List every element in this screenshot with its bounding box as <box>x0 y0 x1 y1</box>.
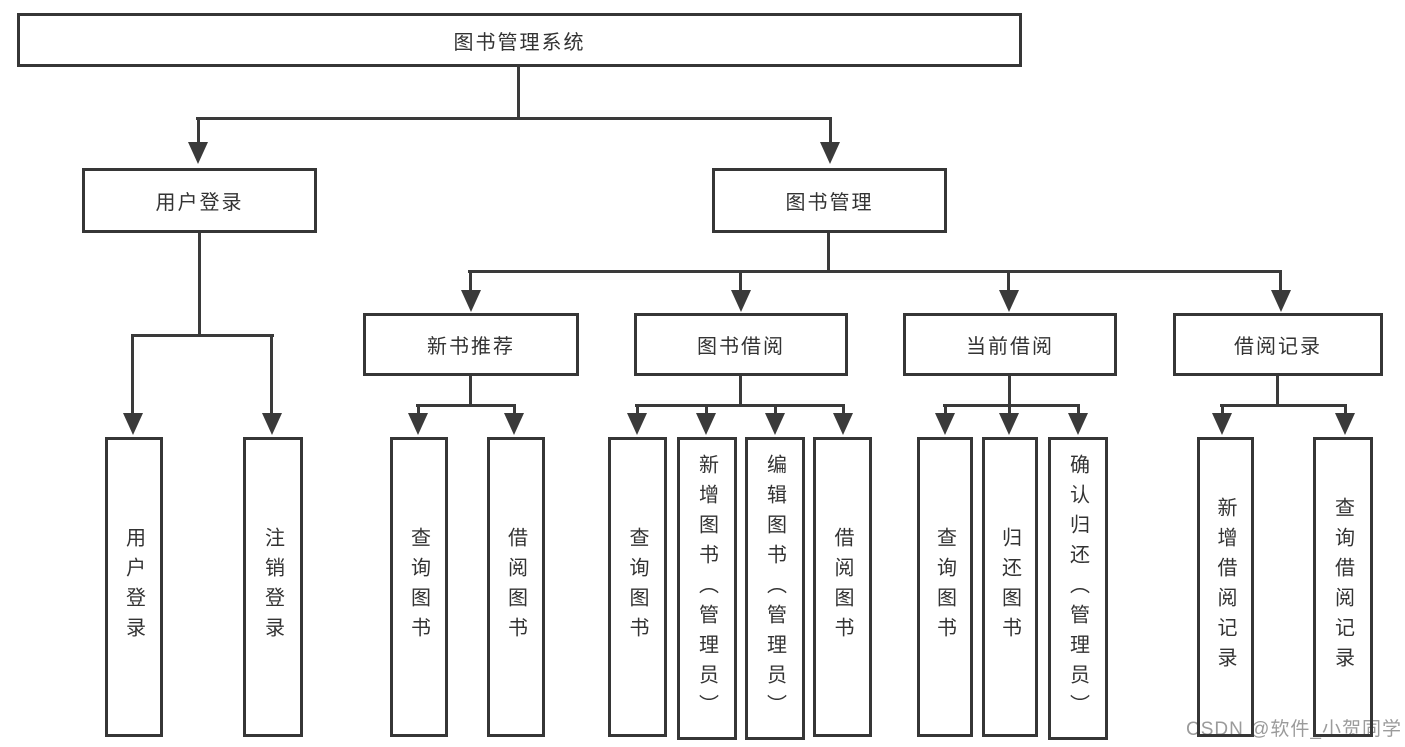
node-system-root: 图书管理系统 <box>17 13 1022 67</box>
arrowhead-icon <box>731 290 751 312</box>
connector-br-bar <box>1220 404 1347 407</box>
connector-bookmgmt-drop <box>469 272 472 292</box>
arrowhead-icon <box>999 413 1019 435</box>
connector-nbr-drop <box>417 406 420 415</box>
connector-userlogin-bar <box>131 334 274 337</box>
leaf-bb-query-book: 查询图书 <box>608 437 667 737</box>
arrowhead-icon <box>504 413 524 435</box>
connector-br-stem <box>1276 374 1279 406</box>
connector-bookmgmt-drop <box>739 272 742 292</box>
leaf-logout: 注销登录 <box>243 437 303 737</box>
arrowhead-icon <box>1212 413 1232 435</box>
leaf-cb-return-book: 归还图书 <box>982 437 1038 737</box>
node-book-management: 图书管理 <box>712 168 947 233</box>
leaf-bb-borrow-book: 借阅图书 <box>813 437 872 737</box>
arrowhead-icon <box>833 413 853 435</box>
arrowhead-icon <box>999 290 1019 312</box>
arrowhead-icon <box>408 413 428 435</box>
arrowhead-icon <box>765 413 785 435</box>
connector-cb-bar <box>943 404 1080 407</box>
arrowhead-icon <box>820 142 840 164</box>
connector-br-drop <box>1344 406 1347 415</box>
arrowhead-icon <box>461 290 481 312</box>
connector-bookmgmt-stem <box>827 231 830 272</box>
node-new-book-recommend: 新书推荐 <box>363 313 579 376</box>
leaf-bb-add-book-admin: 新增图书（管理员） <box>677 437 737 740</box>
connector-root-bar <box>196 117 832 120</box>
connector-root-left-drop <box>197 118 200 144</box>
connector-bb-drop <box>842 406 845 415</box>
leaf-nbr-borrow-book: 借阅图书 <box>487 437 545 737</box>
connector-cb-drop <box>1008 406 1011 415</box>
connector-bb-drop <box>705 406 708 415</box>
leaf-cb-query-book: 查询图书 <box>917 437 973 737</box>
leaf-bb-edit-book-admin: 编辑图书（管理员） <box>745 437 805 740</box>
node-user-login: 用户登录 <box>82 168 317 233</box>
connector-nbr-stem <box>469 374 472 406</box>
connector-nbr-bar <box>416 404 516 407</box>
connector-br-drop <box>1221 406 1224 415</box>
connector-cb-stem <box>1008 374 1011 406</box>
arrowhead-icon <box>627 413 647 435</box>
arrowhead-icon <box>935 413 955 435</box>
arrowhead-icon <box>1271 290 1291 312</box>
connector-bb-bar <box>635 404 845 407</box>
arrowhead-icon <box>1335 413 1355 435</box>
leaf-br-add-record: 新增借阅记录 <box>1197 437 1254 737</box>
connector-nbr-drop <box>513 406 516 415</box>
connector-bb-stem <box>739 374 742 406</box>
node-borrow-records: 借阅记录 <box>1173 313 1383 376</box>
connector-cb-drop <box>944 406 947 415</box>
connector-userlogin-stem <box>198 231 201 336</box>
connector-root-right-drop <box>829 118 832 144</box>
leaf-br-query-record: 查询借阅记录 <box>1313 437 1373 737</box>
leaf-user-login: 用户登录 <box>105 437 163 737</box>
connector-userlogin-right-drop <box>270 336 273 415</box>
connector-bb-drop <box>636 406 639 415</box>
node-book-borrow: 图书借阅 <box>634 313 848 376</box>
arrowhead-icon <box>262 413 282 435</box>
arrowhead-icon <box>188 142 208 164</box>
node-current-borrow: 当前借阅 <box>903 313 1117 376</box>
arrowhead-icon <box>1068 413 1088 435</box>
connector-userlogin-left-drop <box>131 336 134 415</box>
leaf-cb-confirm-return-admin: 确认归还（管理员） <box>1048 437 1108 740</box>
connector-bookmgmt-drop <box>1007 272 1010 292</box>
connector-bookmgmt-bar <box>468 270 1282 273</box>
arrowhead-icon <box>123 413 143 435</box>
connector-bb-drop <box>774 406 777 415</box>
connector-bookmgmt-drop <box>1279 272 1282 292</box>
connector-root-stem <box>517 65 520 120</box>
leaf-nbr-query-book: 查询图书 <box>390 437 448 737</box>
arrowhead-icon <box>696 413 716 435</box>
connector-cb-drop <box>1077 406 1080 415</box>
